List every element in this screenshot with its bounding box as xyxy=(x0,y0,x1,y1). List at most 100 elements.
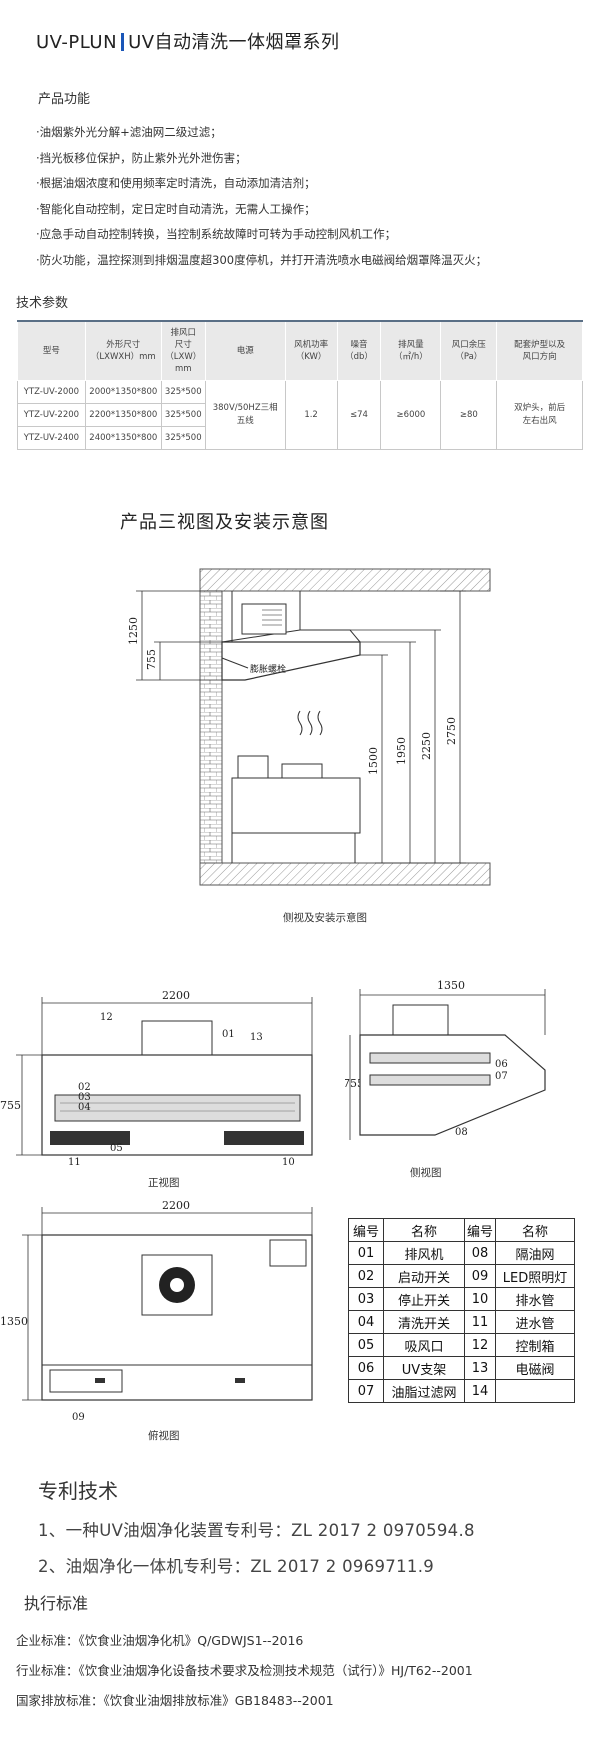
spec-col-size: 外形尺寸 （LXWXH）mm xyxy=(84,320,162,381)
side-view-diagram: 1350 755 06 07 08 xyxy=(345,979,546,1140)
parts-col-name: 名称 xyxy=(383,1218,465,1242)
side-filter xyxy=(369,1074,491,1086)
standards-heading: 执行标准 xyxy=(24,1594,89,1613)
fan-grille xyxy=(262,609,282,626)
led-icon xyxy=(235,1378,245,1383)
dimension-lines xyxy=(136,590,466,864)
spec-col-power: 电源 xyxy=(204,320,286,381)
spec-outlet: 325*500 xyxy=(160,426,206,450)
spec-header-row: 型号 外形尺寸 （LXWXH）mm 排风口 尺寸 （LXW） mm 电源 风机功… xyxy=(17,320,583,381)
spec-col-noise: 噪音 （db） xyxy=(336,320,382,381)
function-item: ·挡光板移位保护，防止紫外光外泄伤害； xyxy=(36,150,247,165)
spec-model: YTZ-UV-2200 xyxy=(17,403,86,427)
dim-1250: 1250 xyxy=(127,617,140,645)
label-07: 07 xyxy=(495,1071,508,1082)
label-05: 05 xyxy=(110,1143,123,1154)
spec-col-pressure: 风口余压 （Pa） xyxy=(440,320,498,381)
label-06: 06 xyxy=(495,1059,508,1070)
label-08: 08 xyxy=(455,1127,468,1138)
front-intake-right xyxy=(224,1131,304,1145)
side-install-caption: 侧视及安装示意图 xyxy=(283,912,367,924)
spec-model: YTZ-UV-2400 xyxy=(17,426,86,450)
spec-size: 2200*1350*800 xyxy=(84,403,162,427)
ceiling xyxy=(199,568,491,592)
front-height: 755 xyxy=(0,1099,21,1112)
front-view-diagram: 2200 755 12 01 13 02 03 04 05 11 10 xyxy=(0,989,313,1165)
spec-row: YTZ-UV-2200 2200*1350*800 325*500 xyxy=(17,403,583,427)
function-item: ·应急手动自动控制转换，当控制系统故障时可转为手动控制风机工作； xyxy=(36,227,397,242)
spec-pressure: ≥80 xyxy=(440,380,498,450)
patent-item: 2、油烟净化一体机专利号：ZL 2017 2 0969711.9 xyxy=(38,1557,435,1576)
label-04: 04 xyxy=(78,1102,91,1113)
spec-size: 2000*1350*800 xyxy=(84,380,162,404)
spec-row: YTZ-UV-2000 2000*1350*800 325*500 380V/5… xyxy=(17,380,583,450)
top-width: 2200 xyxy=(162,1199,190,1212)
dim-1500: 1500 xyxy=(367,747,380,775)
parts-col-name: 名称 xyxy=(495,1218,575,1242)
top-control-box xyxy=(269,1239,307,1267)
led-icon xyxy=(95,1378,105,1383)
functions-list: ·油烟紫外光分解+滤油网二级过滤； ·挡光板移位保护，防止紫外光外泄伤害； ·根… xyxy=(36,120,487,274)
label-12: 12 xyxy=(100,1012,113,1023)
top-panel xyxy=(49,1369,123,1393)
series-name: UV自动清洗一体烟罩系列 xyxy=(128,32,340,53)
side-height: 755 xyxy=(345,1077,364,1090)
side-width: 1350 xyxy=(437,979,465,992)
top-depth: 1350 xyxy=(0,1315,28,1328)
hood-body xyxy=(221,641,361,681)
spec-fan: 1.2 xyxy=(284,380,338,450)
bolt-leader xyxy=(221,657,249,669)
front-fan xyxy=(141,1020,213,1056)
label-03: 03 xyxy=(78,1092,91,1103)
spec-col-model: 型号 xyxy=(17,320,86,381)
side-view-caption: 侧视图 xyxy=(410,1167,442,1179)
side-fan xyxy=(392,1004,449,1036)
spec-stove: 双炉头，前后 左右出风 xyxy=(496,380,583,450)
dim-2250: 2250 xyxy=(420,732,433,760)
spec-col-outlet: 排风口 尺寸 （LXW） mm xyxy=(160,320,206,381)
hood-top xyxy=(221,629,361,643)
spec-row: YTZ-UV-2400 2400*1350*800 325*500 xyxy=(17,426,583,450)
patent-item: 1、一种UV油烟净化装置专利号：ZL 2017 2 0970594.8 xyxy=(38,1521,475,1540)
spec-col-stove: 配套炉型以及 风口方向 xyxy=(496,320,583,381)
parts-col-no: 编号 xyxy=(464,1218,496,1242)
spec-outlet: 325*500 xyxy=(160,403,206,427)
functions-heading: 产品功能 xyxy=(38,92,91,107)
front-filter xyxy=(54,1094,301,1122)
dim-2750: 2750 xyxy=(445,717,458,745)
parts-header-row: 编号 名称 编号 名称 xyxy=(348,1218,575,1242)
label-10: 10 xyxy=(282,1157,295,1165)
spec-power: 380V/50HZ三相 五线 xyxy=(204,380,286,450)
function-item: ·根据油烟浓度和使用频率定时清洗，自动添加清洁剂； xyxy=(36,176,316,191)
front-view-caption: 正视图 xyxy=(148,1177,180,1189)
function-item: ·智能化自动控制，定日定时自动清洗，无需人工操作； xyxy=(36,201,316,216)
floor xyxy=(199,862,491,886)
spec-table: 型号 外形尺寸 （LXWXH）mm 排风口 尺寸 （LXW） mm 电源 风机功… xyxy=(17,320,583,450)
spec-airflow: ≥6000 xyxy=(380,380,442,450)
top-view-caption: 俯视图 xyxy=(148,1430,180,1442)
function-item: ·防火功能，温控探测到排烟温度超300度停机，并打开清洗喷水电磁阀给烟罩降温灭火… xyxy=(36,252,488,267)
standard-item: 行业标准：《饮食业油烟净化设备技术要求及检测技术规范（试行）》HJ/T62--2… xyxy=(16,1663,473,1678)
stove-body xyxy=(231,777,361,834)
standard-item: 国家排放标准：《饮食业油烟排放标准》GB18483--2001 xyxy=(16,1693,334,1708)
function-item: ·油烟紫外光分解+滤油网二级过滤； xyxy=(36,125,222,139)
title-divider xyxy=(121,33,125,51)
brick-wall xyxy=(199,590,223,864)
front-intake-left xyxy=(50,1131,130,1145)
top-view-diagram: 2200 1350 09 xyxy=(0,1199,313,1423)
front-width: 2200 xyxy=(162,989,190,1002)
wok xyxy=(237,755,269,779)
spec-col-airflow: 排风量 （㎡/h） xyxy=(380,320,442,381)
label-11: 11 xyxy=(68,1157,81,1165)
label-09: 09 xyxy=(72,1412,85,1423)
pot xyxy=(281,763,323,779)
views-heading: 产品三视图及安装示意图 xyxy=(120,512,329,533)
spec-col-fan: 风机功率 （KW） xyxy=(284,320,338,381)
